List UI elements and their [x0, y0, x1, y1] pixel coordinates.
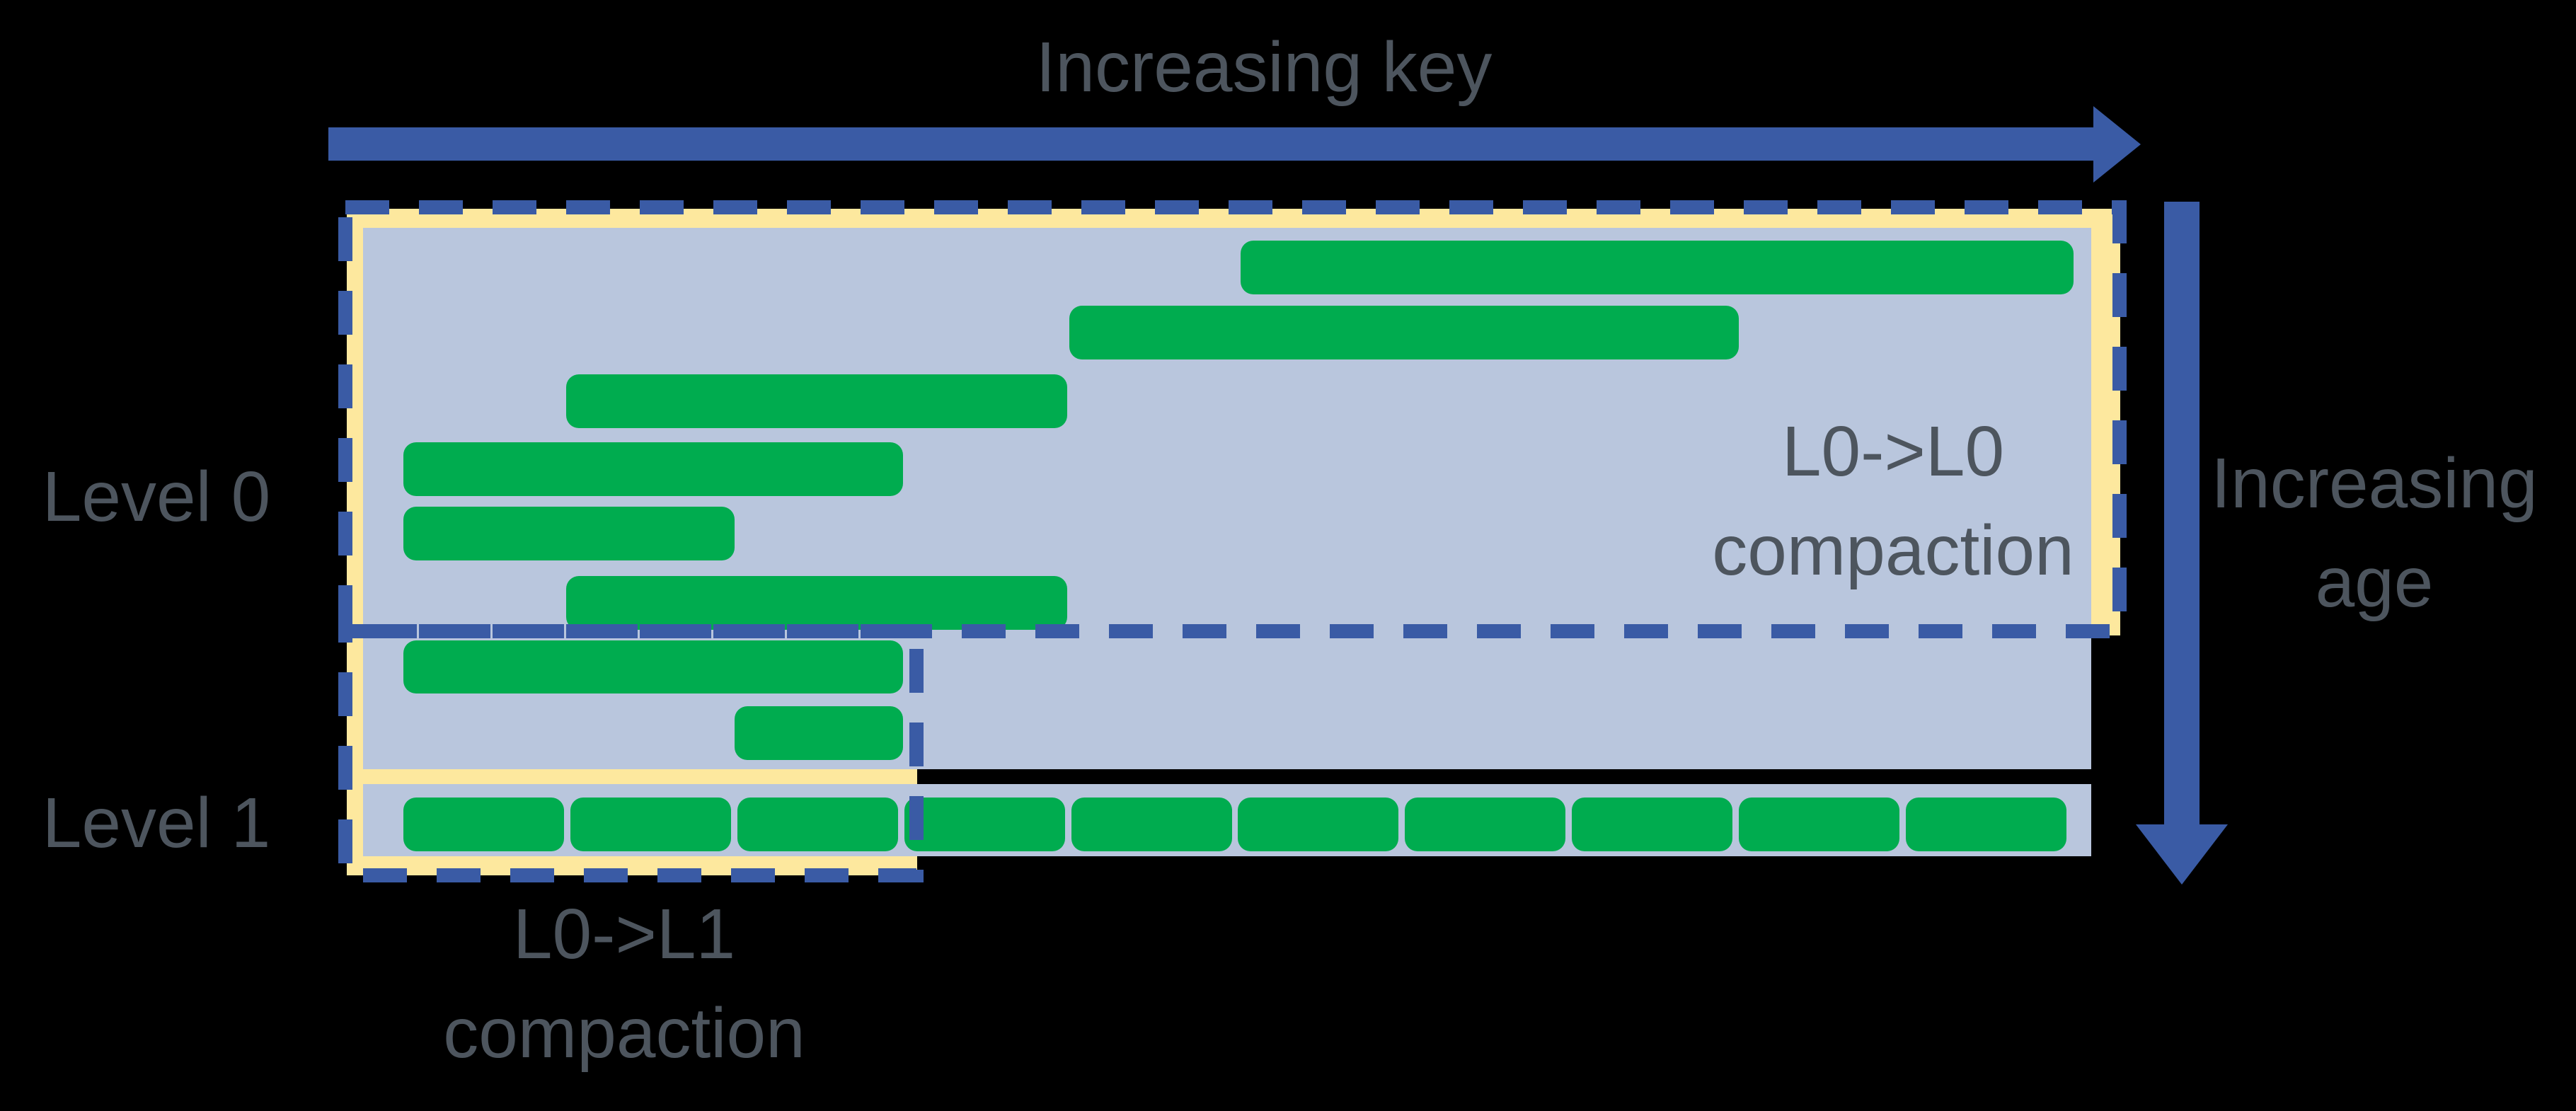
l0-l0-compaction-label: L0->L0 compaction — [1712, 402, 2074, 600]
sstable-bar — [904, 798, 1065, 851]
sstable-bar — [1405, 798, 1565, 851]
sstable-bar — [570, 798, 731, 851]
sstable-bar — [403, 798, 564, 851]
sstable-bar — [737, 798, 898, 851]
l0-l1-compaction-line2: compaction — [443, 994, 805, 1073]
level1-label: Level 1 — [42, 783, 271, 863]
increasing-age-label: Increasing age — [2211, 434, 2537, 632]
sstable-bar — [1071, 798, 1232, 851]
sstable-bar — [1906, 798, 2066, 851]
increasing-age-line2: age — [2315, 543, 2434, 622]
sstable-bar — [1238, 798, 1398, 851]
sstable-bar — [1572, 798, 1732, 851]
sstable-bar — [1739, 798, 1899, 851]
l0-l0-compaction-line1: L0->L0 — [1781, 412, 2005, 491]
l0-l1-compaction-label: L0->L1 compaction — [443, 885, 805, 1083]
l0-l1-compaction-line1: L0->L1 — [512, 894, 736, 974]
l0-l0-compaction-line2: compaction — [1712, 511, 2074, 590]
level0-label: Level 0 — [42, 457, 271, 536]
increasing-age-line1: Increasing — [2211, 444, 2538, 523]
increasing-key-label: Increasing key — [1035, 28, 1493, 107]
